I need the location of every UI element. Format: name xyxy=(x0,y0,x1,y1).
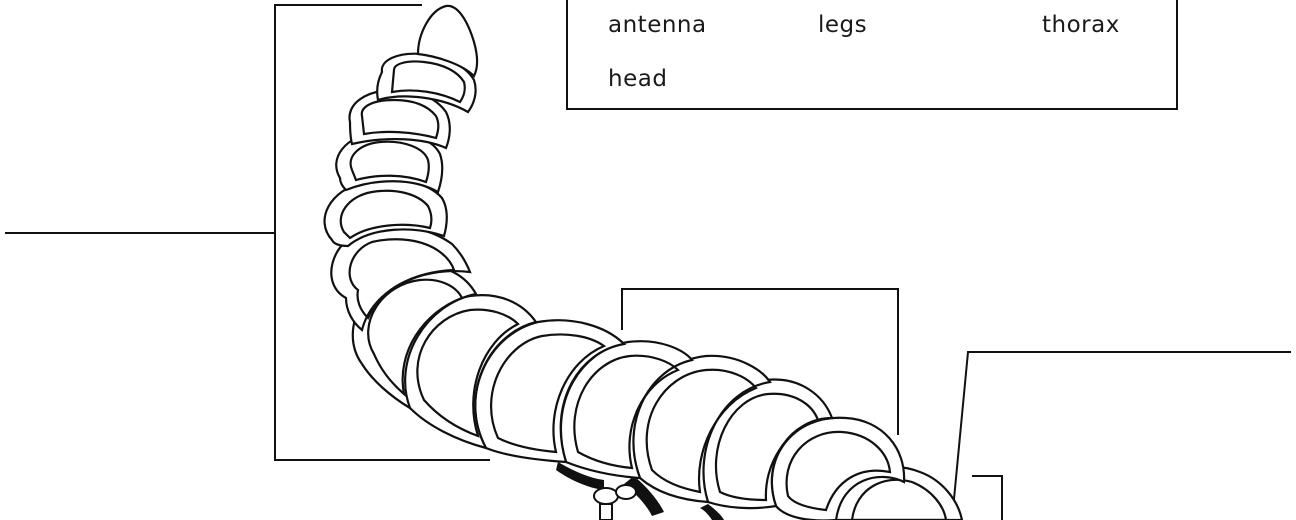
leg-3 xyxy=(700,504,724,520)
word-bank-item-legs: legs xyxy=(818,12,867,38)
word-bank: antenna legs thorax head xyxy=(566,0,1178,110)
word-bank-item-thorax: thorax xyxy=(1042,12,1120,38)
leg-joint-2 xyxy=(616,485,636,499)
leg-joint-1 xyxy=(594,488,618,504)
word-bank-item-antenna: antenna xyxy=(608,12,707,38)
leg-foot-1 xyxy=(600,504,612,520)
small-bracket-leader xyxy=(972,476,1002,520)
word-bank-item-head: head xyxy=(608,66,667,92)
